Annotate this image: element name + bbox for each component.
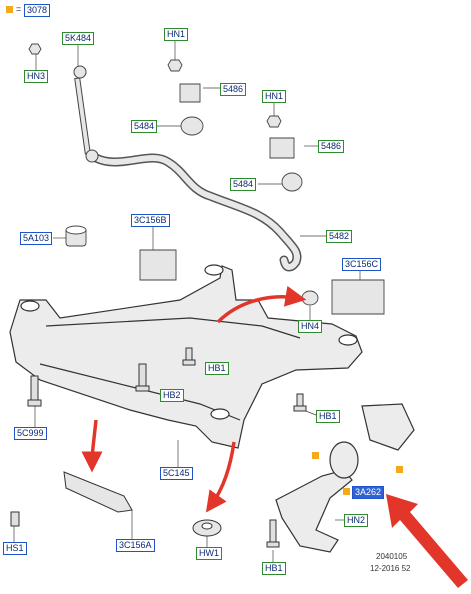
part-label-5486-b[interactable]: 5486: [318, 140, 345, 153]
part-label-5k484[interactable]: 5K484: [62, 32, 95, 45]
legend-marker: [6, 6, 13, 13]
red-arrows: [81, 285, 307, 513]
diagram-code: 2040105: [376, 552, 408, 561]
part-label-3a262-selected[interactable]: 3A262: [352, 486, 385, 499]
diagram-date: 12-2016 52: [370, 564, 411, 573]
part-label-5486-a[interactable]: 5486: [220, 83, 247, 96]
bracket-3c156a: [63, 471, 133, 513]
part-label-hs1[interactable]: HS1: [3, 542, 27, 555]
legend-code-label[interactable]: 3078: [24, 4, 51, 17]
stabilizer-bar: [91, 153, 302, 272]
legend-equals: =: [16, 4, 22, 14]
part-label-3c156b[interactable]: 3C156B: [131, 214, 170, 227]
part-label-5c999[interactable]: 5C999: [14, 427, 47, 440]
part-label-hn4[interactable]: HN4: [298, 320, 323, 333]
part-label-hb2[interactable]: HB2: [160, 389, 184, 402]
part-label-hw1[interactable]: HW1: [196, 547, 222, 560]
stabilizer-link: [73, 65, 99, 163]
part-label-hb1-b[interactable]: HB1: [316, 410, 340, 423]
part-label-3c156a[interactable]: 3C156A: [116, 539, 155, 552]
marker-orange: [396, 466, 403, 473]
small-parts: [28, 43, 385, 315]
big-red-arrow: [386, 494, 468, 588]
part-label-hn3[interactable]: HN3: [24, 70, 49, 83]
washer-hw1: [192, 519, 222, 537]
part-label-hb1-c[interactable]: HB1: [262, 562, 286, 575]
part-label-hb1-a[interactable]: HB1: [205, 362, 229, 375]
part-label-hn1-a[interactable]: HN1: [164, 28, 189, 41]
bolts: [10, 347, 307, 548]
part-label-5c145[interactable]: 5C145: [160, 467, 193, 480]
part-label-hn2[interactable]: HN2: [344, 514, 369, 527]
part-label-hn1-b[interactable]: HN1: [262, 90, 287, 103]
part-label-5482[interactable]: 5482: [326, 230, 353, 243]
part-label-5484-a[interactable]: 5484: [131, 120, 158, 133]
part-label-5484-b[interactable]: 5484: [230, 178, 257, 191]
part-label-5a103[interactable]: 5A103: [20, 232, 53, 245]
marker-orange: [343, 488, 350, 495]
lower-control-arm: [275, 403, 415, 553]
part-label-3c156c[interactable]: 3C156C: [342, 258, 382, 271]
marker-orange: [312, 452, 319, 459]
